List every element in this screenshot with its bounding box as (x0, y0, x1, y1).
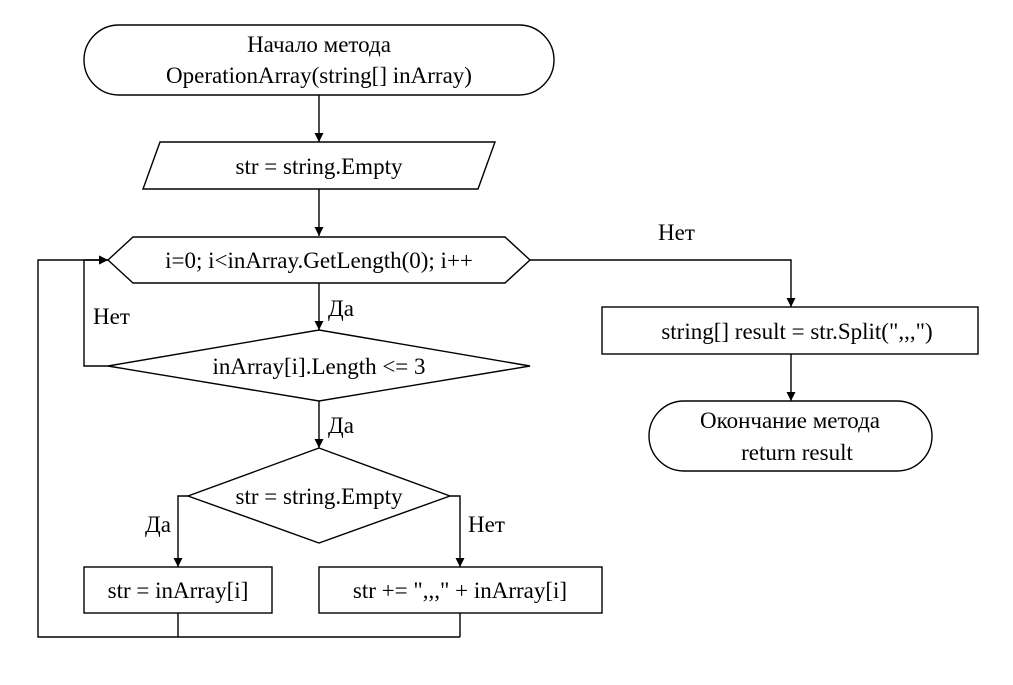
label-no-length: Нет (93, 304, 130, 329)
end-terminator: Окончание метода return result (648, 400, 933, 472)
label-no-loop: Нет (658, 220, 695, 245)
label-yes-empty: Да (145, 512, 171, 537)
assign-append-process: str += ",,," + inArray[i] (318, 566, 603, 614)
empty-condition-diamond: str = string.Empty (185, 447, 453, 544)
split-process: string[] result = str.Split(",,,") (601, 306, 979, 355)
label-no-empty: Нет (468, 512, 505, 537)
end-label-line1: Окончание метода (700, 408, 880, 433)
assign-append-label: str += ",,," + inArray[i] (353, 578, 567, 603)
arrow-empty-yes (173, 495, 188, 567)
arrow-return-to-loop (37, 255, 460, 638)
start-label-line1: Начало метода (247, 32, 391, 57)
loop-hexagon: i=0; i<inArray.GetLength(0); i++ (106, 236, 532, 284)
assign-first-label: str = inArray[i] (108, 578, 249, 603)
length-condition-label: inArray[i].Length <= 3 (212, 354, 425, 379)
split-label: string[] result = str.Split(",,,") (661, 319, 932, 344)
init-label: str = string.Empty (236, 154, 403, 179)
label-yes-loop: Да (328, 296, 354, 321)
loop-label: i=0; i<inArray.GetLength(0); i++ (165, 248, 473, 273)
start-label-line2: OperationArray(string[] inArray) (166, 63, 472, 88)
empty-condition-label: str = string.Empty (236, 484, 403, 509)
arrow-empty-no (450, 495, 465, 567)
start-terminator: Начало метода OperationArray(string[] in… (83, 24, 555, 96)
label-yes-length: Да (328, 413, 354, 438)
end-label-line2: return result (741, 440, 853, 465)
init-parallelogram: str = string.Empty (142, 141, 496, 190)
length-condition-diamond: inArray[i].Length <= 3 (107, 329, 531, 402)
arrow-loop-exit (530, 259, 796, 307)
assign-first-process: str = inArray[i] (83, 566, 273, 614)
